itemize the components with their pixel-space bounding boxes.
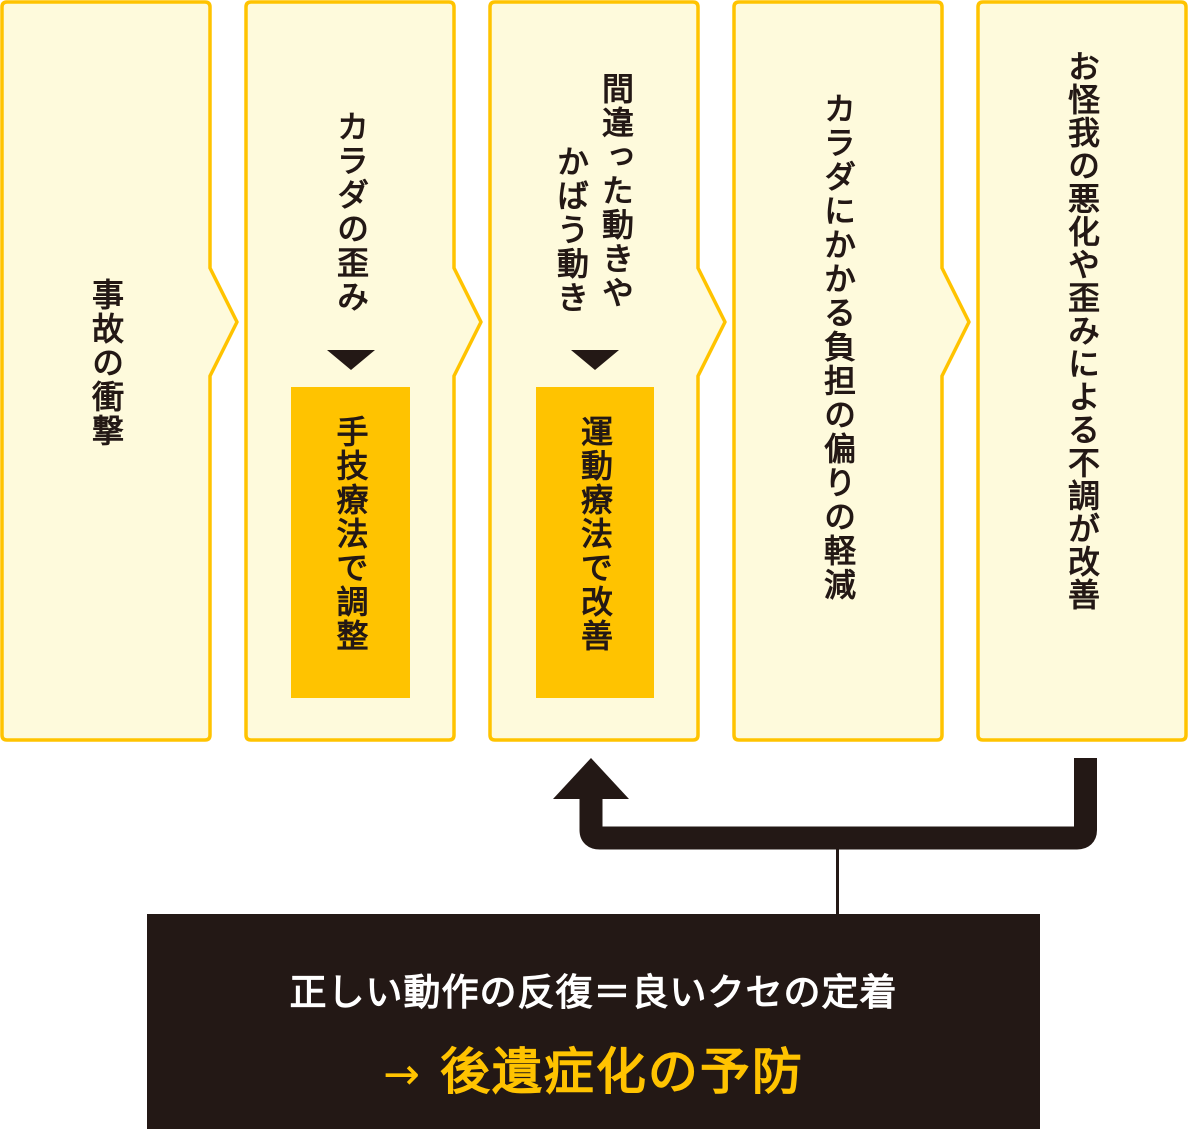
step-panel-1-shape [0, 0, 239, 742]
step-2-action-label: 手技療法で調整 [331, 415, 370, 653]
right-arrow-icon: → [383, 1049, 422, 1100]
step-1-label: 事故の衝撃 [87, 278, 125, 448]
result-box: 正しい動作の反復＝良いクセの定着 → 後遺症化の予防 [147, 914, 1040, 1129]
step-panel-4-shape [732, 0, 971, 742]
step-5-label: お怪我の悪化や歪みによる不調が改善 [1063, 50, 1101, 611]
step-2-action-box: 手技療法で調整 [291, 387, 410, 698]
step-3-label-col2: かばう動き [552, 145, 590, 315]
feedback-loop-arrow-icon [553, 758, 1097, 915]
flow-panels [0, 0, 1188, 742]
result-highlight: 後遺症化の予防 [439, 1043, 804, 1101]
step-4-label: カラダにかかる負担の偏りの軽減 [819, 92, 857, 602]
step-panel-5-shape [976, 0, 1188, 742]
step-2-label: カラダの歪み [332, 110, 370, 314]
down-triangle-icon [571, 350, 619, 370]
step-3-action-label: 運動療法で改善 [576, 415, 614, 653]
result-line-1: 正しい動作の反復＝良いクセの定着 [289, 971, 898, 1014]
result-line-2: → 後遺症化の予防 [147, 1032, 1040, 1104]
step-3-action-box: 運動療法で改善 [536, 387, 654, 698]
step-3-label-col1: 間違った動きや [597, 72, 635, 310]
down-triangle-icon [327, 350, 375, 370]
